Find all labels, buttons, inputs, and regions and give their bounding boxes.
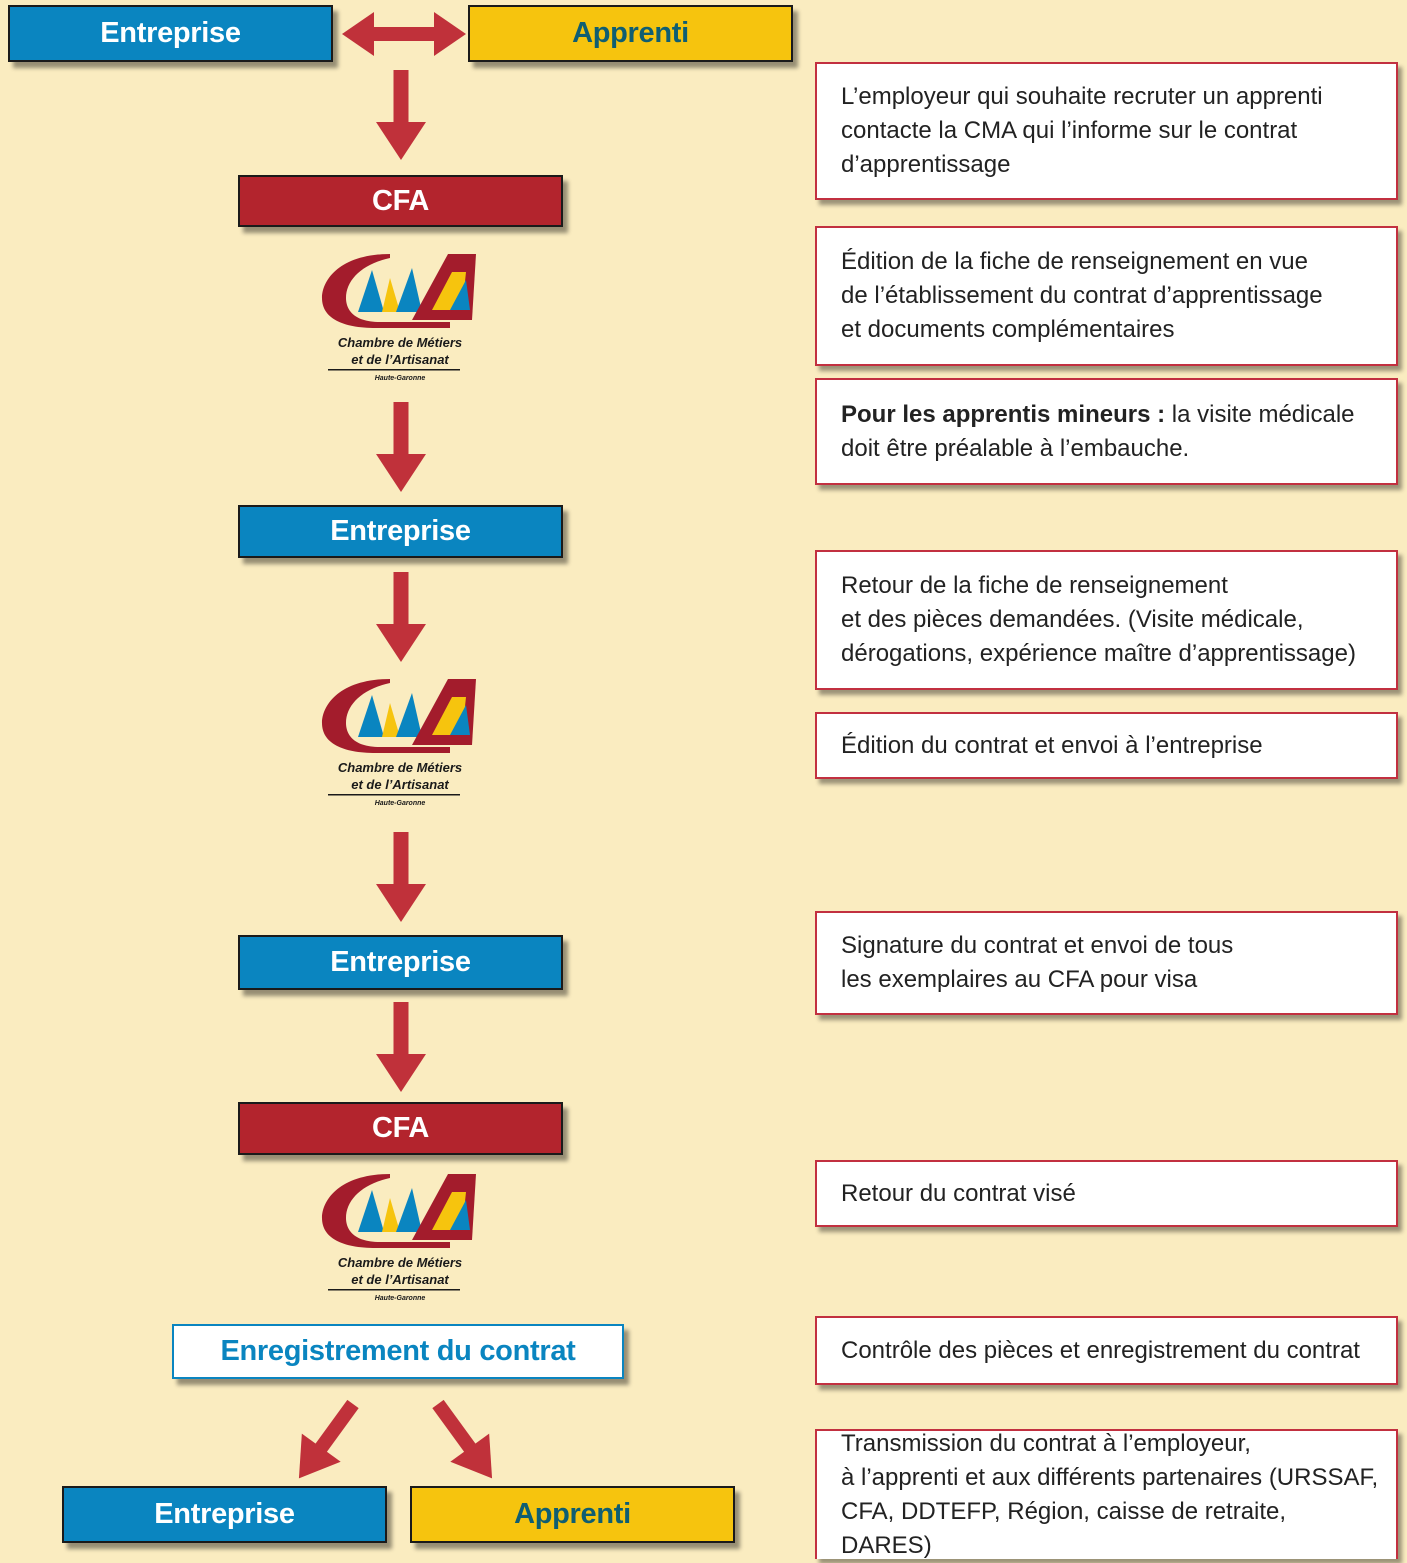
entreprise-label: Entreprise [100, 17, 241, 49]
note-text: Pour les apprentis mineurs : la visite m… [841, 398, 1355, 466]
apprenti-box-bottom: Apprenti [410, 1486, 735, 1543]
logo-line2: et de l’Artisanat [351, 352, 449, 367]
cma-logo-2: Chambre de Métiers et de l’Artisanat Hau… [322, 679, 476, 807]
cfa-label: CFA [371, 184, 430, 217]
arrow-down-1 [376, 70, 426, 160]
note-text: Retour de la fiche de renseignement et d… [841, 572, 1356, 667]
note-rest: la visite médicale doit être préalable à… [841, 400, 1355, 462]
entreprise-label: Entreprise [154, 1498, 295, 1530]
note-step-9: Transmission du contrat à l’employeur, à… [815, 1429, 1398, 1559]
enregistrement-box: Enregistrement du contrat [172, 1324, 624, 1379]
note-step-6: Signature du contrat et envoi de tous le… [815, 911, 1398, 1015]
note-step-1: L’employeur qui souhaite recruter un app… [815, 62, 1398, 200]
arrow-down-3 [376, 572, 426, 662]
note-step-3: Pour les apprentis mineurs : la visite m… [815, 378, 1398, 485]
note-text: Retour du contrat visé [841, 1179, 1076, 1207]
logo-line1: Chambre de Métiers [338, 335, 462, 350]
entreprise-box-2: Entreprise [238, 505, 563, 558]
note-text: Transmission du contrat à l’employeur, à… [841, 1430, 1379, 1559]
entreprise-label: Entreprise [330, 946, 471, 978]
arrow-diagonal-right [432, 1399, 493, 1479]
apprenti-label: Apprenti [572, 17, 689, 49]
note-step-4: Retour de la fiche de renseignement et d… [815, 550, 1398, 690]
logo-line3: Haute-Garonne [375, 800, 426, 807]
note-step-7: Retour du contrat visé [815, 1160, 1398, 1227]
cma-logo-1: Chambre de Métiers et de l’Artisanat Hau… [322, 254, 476, 382]
arrow-down-2 [376, 402, 426, 492]
entreprise-box-bottom: Entreprise [62, 1486, 387, 1543]
note-text: Signature du contrat et envoi de tous le… [841, 932, 1234, 993]
logo-line1: Chambre de Métiers [338, 760, 462, 775]
cfa-box-1: CFA [238, 175, 563, 227]
note-step-5: Édition du contrat et envoi à l’entrepri… [815, 712, 1398, 779]
note-step-8: Contrôle des pièces et enregistrement du… [815, 1316, 1398, 1385]
entreprise-label: Entreprise [330, 515, 471, 547]
logo-line3: Haute-Garonne [375, 375, 426, 382]
logo-line2: et de l’Artisanat [351, 777, 449, 792]
enregistrement-label: Enregistrement du contrat [220, 1335, 576, 1367]
note-text: L’employeur qui souhaite recruter un app… [841, 83, 1323, 178]
entreprise-box-top: Entreprise [8, 5, 333, 62]
entreprise-box-3: Entreprise [238, 935, 563, 990]
logo-line2: et de l’Artisanat [351, 1272, 449, 1287]
note-text: Édition du contrat et envoi à l’entrepri… [841, 731, 1263, 759]
logo-line1: Chambre de Métiers [338, 1255, 462, 1270]
note-step-2: Édition de la fiche de renseignement en … [815, 226, 1398, 366]
note-text: Contrôle des pièces et enregistrement du… [841, 1336, 1360, 1364]
logo-line3: Haute-Garonne [375, 1295, 426, 1302]
note-text: Édition de la fiche de renseignement en … [841, 248, 1323, 343]
cfa-label: CFA [371, 1112, 430, 1144]
arrow-down-4 [376, 832, 426, 922]
cma-logo-3: Chambre de Métiers et de l’Artisanat Hau… [322, 1174, 476, 1302]
double-arrow [342, 12, 466, 56]
arrow-diagonal-left [298, 1399, 359, 1479]
arrow-down-5 [376, 1002, 426, 1092]
apprenti-label: Apprenti [514, 1498, 631, 1530]
cfa-box-2: CFA [238, 1102, 563, 1155]
apprenti-box-top: Apprenti [468, 5, 793, 62]
note-bold-label: Pour les apprentis mineurs : [841, 400, 1166, 428]
